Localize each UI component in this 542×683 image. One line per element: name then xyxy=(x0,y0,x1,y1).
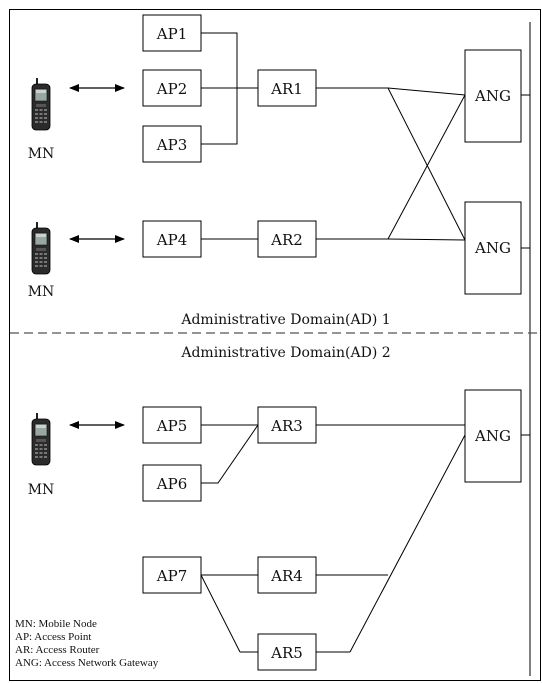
ap7-label: AP7 xyxy=(156,567,187,585)
mn3-label: MN xyxy=(28,482,55,498)
legend-item: ANG: Access Network Gateway xyxy=(15,657,159,669)
ap1-box xyxy=(142,14,202,52)
outer-frame xyxy=(9,9,541,681)
ap6-box xyxy=(142,464,202,502)
ap6-label: AP6 xyxy=(156,475,187,493)
ap3-label: AP3 xyxy=(156,136,187,154)
legend-item: AR: Access Router xyxy=(15,644,100,656)
ang1-label: ANG xyxy=(474,87,511,105)
ar5-label: AR5 xyxy=(270,644,303,662)
ar1-label: AR1 xyxy=(270,80,303,98)
ap5-label: AP5 xyxy=(156,417,187,435)
ap4-label: AP4 xyxy=(156,231,187,249)
ar1-ang1-link xyxy=(387,87,466,96)
ar5-box xyxy=(257,633,317,671)
ap3-box xyxy=(142,125,202,163)
legend: MN: Mobile Node AP: Access Point AR: Acc… xyxy=(15,618,159,669)
ar5-ang3-link xyxy=(349,434,466,653)
mn2-label: MN xyxy=(28,284,55,300)
mn1-label: MN xyxy=(28,146,55,162)
ar2-ang2-link xyxy=(387,238,466,241)
ang2-label: ANG xyxy=(474,239,511,257)
ar2-label: AR2 xyxy=(270,231,303,249)
ar1-ang2-link xyxy=(387,87,466,241)
ap7-box xyxy=(142,556,202,594)
ap2-label: AP2 xyxy=(156,80,187,98)
ap1-label: AP1 xyxy=(156,25,187,43)
ang1-box xyxy=(464,49,522,143)
ar3-label: AR3 xyxy=(270,417,303,435)
ad2-label: Administrative Domain(AD) 2 xyxy=(180,345,390,361)
ang2-box xyxy=(464,201,522,295)
ar2-box xyxy=(257,220,317,258)
ap4-box xyxy=(142,220,202,258)
ap7-ar5-link xyxy=(200,574,241,653)
mn2-phone-icon xyxy=(31,221,51,275)
ar3-box xyxy=(257,406,317,444)
mn3-phone-icon xyxy=(31,412,51,466)
legend-item: AP: Access Point xyxy=(15,631,91,643)
ar4-label: AR4 xyxy=(270,567,303,585)
ar2-ang1-link xyxy=(387,94,466,240)
ang3-label: ANG xyxy=(474,427,511,445)
ap6-ar3-link xyxy=(201,424,259,484)
ar4-box xyxy=(257,556,317,594)
ap5-box xyxy=(142,406,202,444)
ar1-box xyxy=(257,69,317,107)
ang3-box xyxy=(464,389,522,483)
ap2-box xyxy=(142,69,202,107)
mn1-phone-icon xyxy=(31,77,51,131)
ad1-label: Administrative Domain(AD) 1 xyxy=(180,312,390,328)
legend-item: MN: Mobile Node xyxy=(15,618,97,630)
